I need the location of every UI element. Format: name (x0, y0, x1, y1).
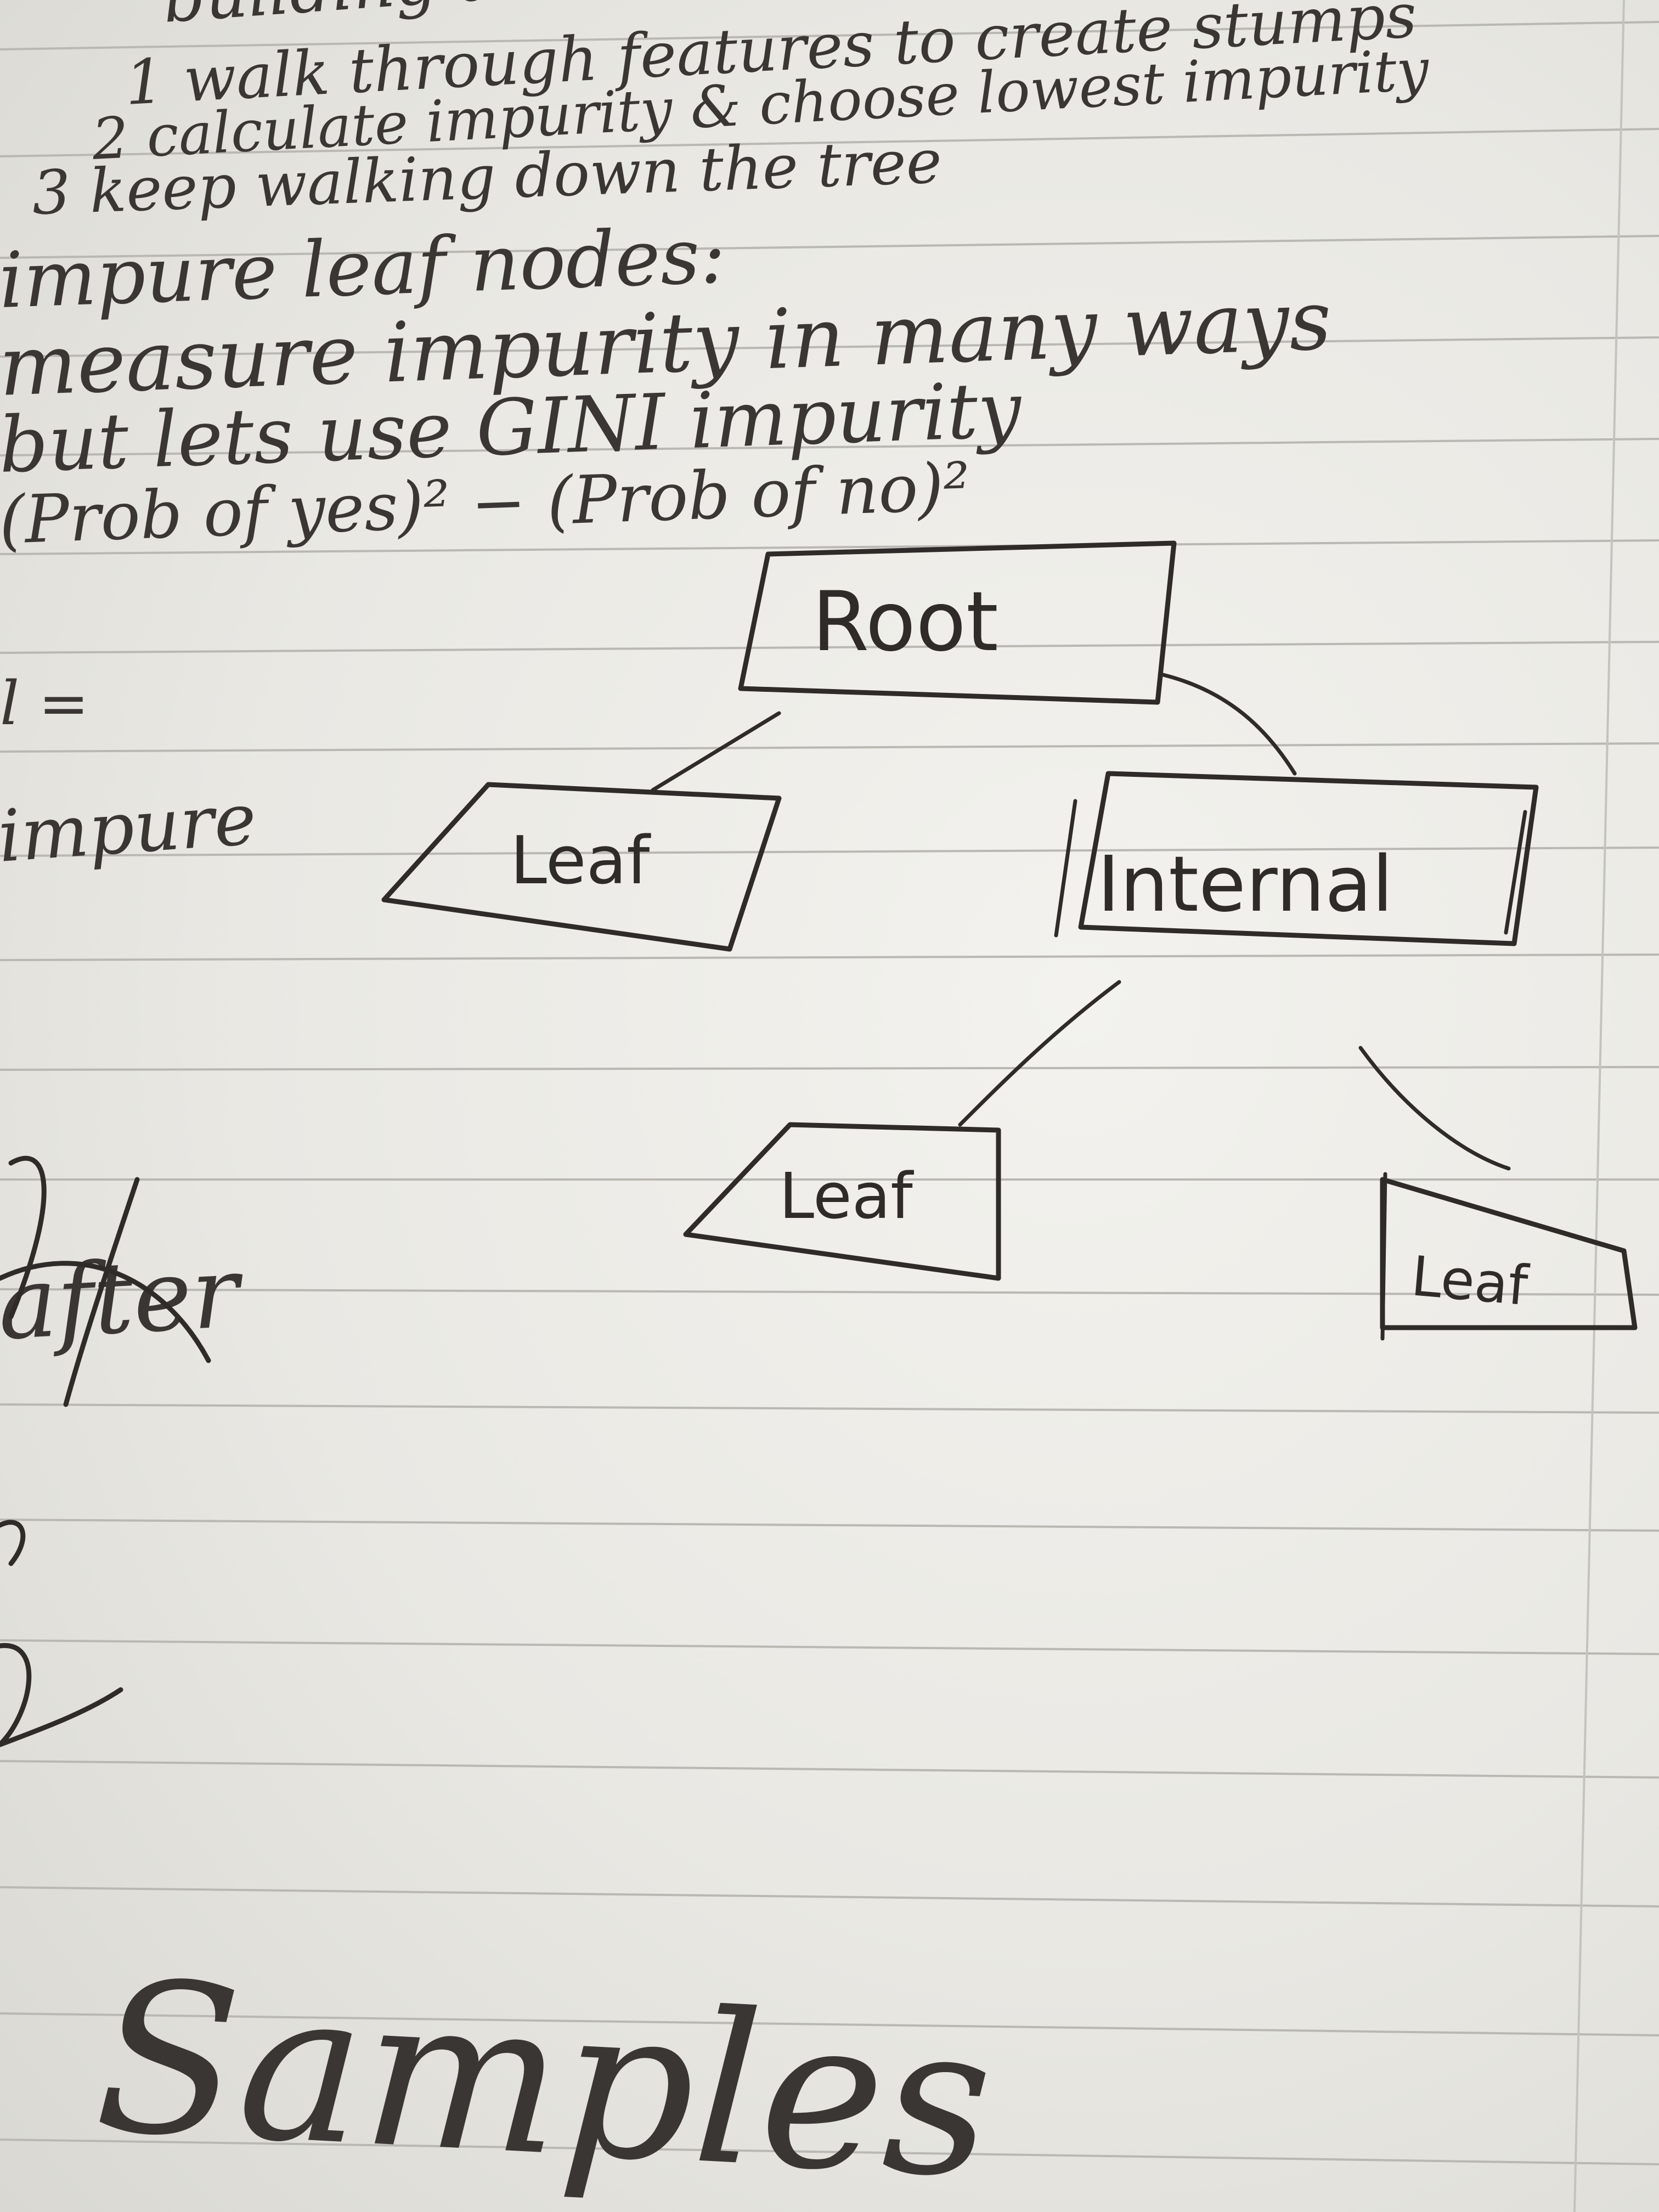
tree-node-leaf-bottom: Leaf (683, 1122, 1001, 1281)
node-label-internal: Internal (1097, 840, 1393, 929)
node-label-leaf-bottom: Leaf (779, 1160, 914, 1233)
node-label-leaf-right: Leaf (1409, 1244, 1532, 1318)
node-label-root: Root (812, 574, 998, 670)
node-label-leaf-left: Leaf (510, 823, 651, 899)
tree-node-root: Root (738, 540, 1177, 705)
tree-node-internal: Internal (1054, 771, 1539, 946)
edge-root-leaf-left (651, 711, 781, 792)
side-notes: l = impure after (0, 668, 259, 1747)
notes-block: building a dec tree: 1 walk through feat… (0, 0, 1431, 559)
tree-edges (651, 673, 1511, 1171)
tree-node-leaf-left: Leaf (381, 782, 782, 952)
bottom-note-samples: Samples (91, 1935, 997, 2212)
tree-node-leaf-right: Leaf (1380, 1172, 1638, 1341)
side-note-3: after (0, 1235, 246, 1362)
edge-internal-leaf-bottom (958, 980, 1121, 1127)
side-note-1: l = (0, 668, 89, 738)
edge-root-internal (1161, 673, 1297, 776)
side-note-2: impure (0, 777, 259, 878)
edge-internal-leaf-right (1358, 1046, 1511, 1171)
